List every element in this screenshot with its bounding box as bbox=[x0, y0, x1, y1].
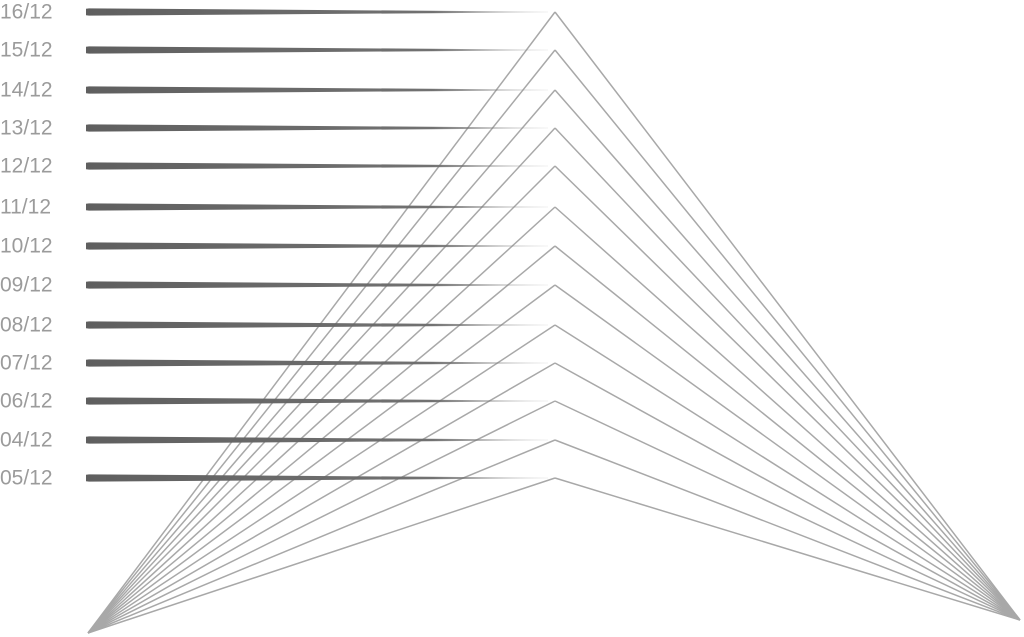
fan-line-right-16-12 bbox=[554, 11, 1021, 621]
date-label: 08/12 bbox=[0, 314, 53, 337]
fan-line-right-10-12 bbox=[554, 245, 1021, 621]
date-label: 13/12 bbox=[0, 117, 53, 140]
fan-line-right-11-12 bbox=[554, 206, 1021, 621]
date-label: 07/12 bbox=[0, 352, 53, 375]
fan-line-right-09-12 bbox=[554, 284, 1021, 621]
fan-line-left-11-12 bbox=[87, 206, 556, 634]
date-label: 12/12 bbox=[0, 155, 53, 178]
date-label: 10/12 bbox=[0, 235, 53, 258]
fan-line-right-13-12 bbox=[554, 127, 1021, 621]
tapered-bars-group bbox=[86, 8, 548, 482]
date-label: 16/12 bbox=[0, 1, 53, 24]
fan-line-right-07-12 bbox=[554, 362, 1021, 621]
fan-line-left-13-12 bbox=[87, 127, 556, 634]
tapered-bar-06-12 bbox=[86, 397, 548, 405]
tapered-bar-05-12 bbox=[86, 474, 548, 482]
date-label: 15/12 bbox=[0, 39, 53, 62]
date-label: 06/12 bbox=[0, 390, 53, 413]
fan-line-right-12-12 bbox=[554, 165, 1021, 621]
tapered-bar-07-12 bbox=[86, 359, 548, 367]
fan-line-right-06-12 bbox=[554, 400, 1021, 621]
date-label: 09/12 bbox=[0, 274, 53, 297]
tapered-bar-13-12 bbox=[86, 124, 548, 132]
fan-line-left-16-12 bbox=[87, 11, 556, 634]
date-label: 04/12 bbox=[0, 429, 53, 452]
fan-line-left-07-12 bbox=[87, 362, 556, 634]
tapered-bar-16-12 bbox=[86, 8, 548, 16]
fan-line-left-06-12 bbox=[87, 400, 556, 634]
date-labels-group: 16/12 15/12 14/12 13/12 12/12 11/12 10/12 09/12… bbox=[0, 1, 53, 490]
fan-line-left-09-12 bbox=[87, 284, 556, 634]
tapered-bar-14-12 bbox=[86, 86, 548, 94]
tapered-bar-12-12 bbox=[86, 162, 548, 170]
tapered-bar-04-12 bbox=[86, 436, 548, 444]
fan-line-right-08-12 bbox=[554, 324, 1021, 621]
fan-line-left-04-12 bbox=[87, 439, 556, 634]
fan-line-right-05-12 bbox=[554, 477, 1021, 621]
fan-line-left-05-12 bbox=[87, 477, 556, 634]
date-label: 14/12 bbox=[0, 79, 53, 102]
tapered-bar-10-12 bbox=[86, 242, 548, 250]
fan-line-left-15-12 bbox=[87, 49, 556, 634]
date-label: 11/12 bbox=[0, 196, 51, 219]
fan-line-right-14-12 bbox=[554, 89, 1021, 621]
fan-line-right-15-12 bbox=[554, 49, 1021, 621]
date-label: 05/12 bbox=[0, 467, 53, 490]
fan-line-right-04-12 bbox=[554, 439, 1021, 621]
tapered-bar-09-12 bbox=[86, 281, 548, 289]
tapered-bar-08-12 bbox=[86, 321, 548, 329]
tapered-bar-11-12 bbox=[86, 203, 548, 211]
tapered-bar-15-12 bbox=[86, 46, 548, 54]
